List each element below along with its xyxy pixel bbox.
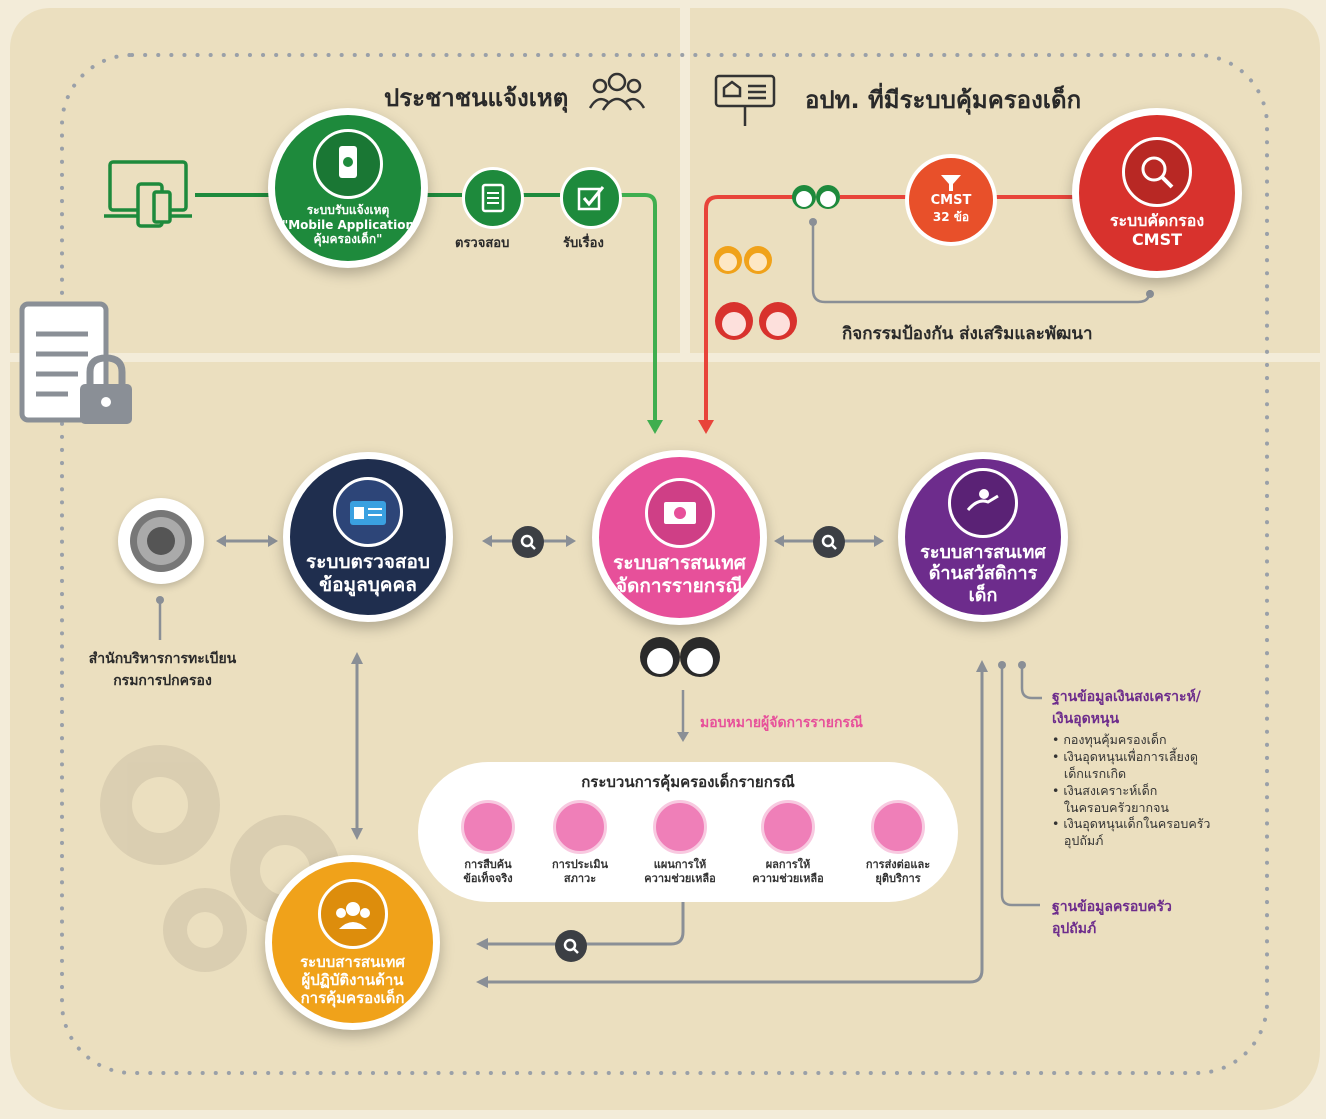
devices-icon xyxy=(104,158,196,234)
cmst-node[interactable]: CMST 32 ข้อ xyxy=(905,154,997,246)
checkbox-icon xyxy=(577,186,605,211)
prevention-label: กิจกรรมป้องกัน ส่งเสริมและพัฒนา xyxy=(842,324,1093,344)
worker-group-icon xyxy=(317,878,388,949)
children-icon xyxy=(790,182,842,216)
check-step-node[interactable] xyxy=(462,167,524,229)
process-step-assessment[interactable]: การประเมิน สภาวะ xyxy=(528,800,632,886)
case-report-icon xyxy=(644,477,715,548)
investigation-icon xyxy=(461,800,515,854)
people-group-icon xyxy=(588,68,646,120)
case-management-system-node[interactable]: ระบบสารสนเทศ จัดการรายกรณี xyxy=(592,450,767,625)
filter-icon xyxy=(941,175,961,191)
worried-children-icon xyxy=(712,244,776,280)
check-step-label: ตรวจสอบ xyxy=(455,236,510,251)
case-managers-icon xyxy=(638,635,724,683)
crying-children-icon xyxy=(712,300,802,346)
document-icon xyxy=(481,183,505,213)
child-welfare-system-node[interactable]: ระบบสารสนเทศ ด้านสวัสดิการ เด็ก xyxy=(898,452,1068,622)
result-icon xyxy=(761,800,815,854)
registration-office-label: สำนักบริหารการทะเบียน กรมการปกครอง xyxy=(88,651,237,689)
local-gov-header: อปท. ที่มีระบบคุ้มครองเด็ก xyxy=(805,86,1082,114)
id-card-icon xyxy=(333,477,403,548)
process-title: กระบวนการคุ้มครองเด็กรายกรณี xyxy=(581,773,795,791)
referral-icon xyxy=(871,800,925,854)
worker-system-node[interactable]: ระบบสารสนเทศ ผู้ปฏิบัติงานด้าน การคุ้มคร… xyxy=(265,855,440,1030)
receive-step-node[interactable] xyxy=(560,167,622,229)
welfare-database-block: ฐานข้อมูลเงินสงเคราะห์/ เงินอุดหนุน • กอ… xyxy=(1052,689,1211,849)
secure-document-icon xyxy=(18,300,138,434)
plan-icon xyxy=(653,800,707,854)
assign-manager-label: มอบหมายผู้จัดการรายกรณี xyxy=(700,715,863,731)
search-icon xyxy=(512,526,544,558)
screening-system-node[interactable]: ระบบคัดกรอง CMST xyxy=(1072,108,1242,278)
receive-step-label: รับเรื่อง xyxy=(563,236,604,251)
search-icon xyxy=(813,526,845,558)
registration-seal-icon xyxy=(118,498,204,584)
mobile-phone-icon xyxy=(313,129,383,200)
mobile-app-node[interactable]: ระบบรับแจ้งเหตุ "Mobile Application คุ้ม… xyxy=(268,108,428,268)
assessment-icon xyxy=(553,800,607,854)
child-protection-process-panel: กระบวนการคุ้มครองเด็กรายกรณี การสืบค้น ข… xyxy=(418,762,958,902)
person-data-system-node[interactable]: ระบบตรวจสอบ ข้อมูลบุคคล xyxy=(283,452,453,622)
citizen-header: ประชาชนแจ้งเหตุ xyxy=(384,84,569,112)
process-step-plan[interactable]: แผนการให้ ความช่วยเหลือ xyxy=(628,800,732,886)
local-office-icon xyxy=(712,72,778,132)
process-step-referral[interactable]: การส่งต่อและ ยุติบริการ xyxy=(846,800,950,886)
process-step-result[interactable]: ผลการให้ ความช่วยเหลือ xyxy=(736,800,840,886)
foster-family-database: ฐานข้อมูลครอบครัว อุปถัมภ์ xyxy=(1052,899,1172,937)
magnifier-people-icon xyxy=(1122,136,1192,207)
helping-hand-icon xyxy=(948,467,1018,538)
process-step-investigation[interactable]: การสืบค้น ข้อเท็จจริง xyxy=(436,800,540,886)
search-icon xyxy=(555,930,587,962)
